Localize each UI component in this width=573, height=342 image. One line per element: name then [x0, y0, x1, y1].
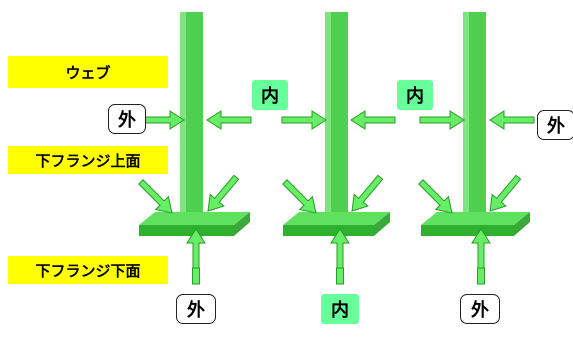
web-2-face	[325, 12, 331, 215]
girder-1	[139, 12, 250, 236]
arrow-web-inner-3	[419, 110, 465, 130]
arrow-flange-top-3r	[482, 171, 526, 218]
web-3-face	[463, 12, 469, 215]
girder-2	[283, 12, 390, 236]
tag-right-outer: 外	[537, 110, 573, 140]
arrow-flange-top-2r	[344, 171, 388, 218]
arrow-web-inner-2a	[281, 110, 327, 130]
arrow-flange-bottom-2-tail	[336, 267, 344, 285]
flange-2-side	[374, 212, 390, 236]
tag-bottom-1: 外	[176, 294, 216, 324]
flange-2-front	[283, 225, 374, 236]
label-flange-top: 下フランジ上面	[8, 146, 168, 174]
web-1-side	[186, 12, 203, 215]
arrow-web-inner-1	[206, 110, 252, 130]
arrow-flange-top-1r	[200, 171, 244, 218]
tag-left-outer: 外	[108, 104, 146, 134]
flange-1-top	[139, 212, 250, 225]
web-2-side	[331, 12, 348, 215]
girder-3	[421, 12, 530, 236]
flange-3-top	[421, 212, 530, 225]
arrow-web-outer-1	[139, 110, 185, 130]
tag-bottom-3: 外	[460, 294, 500, 324]
label-flange-bottom: 下フランジ下面	[8, 256, 168, 284]
flange-1-side	[234, 212, 250, 236]
flange-3-front	[421, 225, 514, 236]
arrow-flange-bottom-3-tail	[477, 267, 485, 285]
arrow-web-inner-2b	[350, 110, 396, 130]
tag-bottom-2: 内	[321, 294, 359, 324]
flange-1-front	[139, 225, 234, 236]
flange-3-side	[514, 212, 530, 236]
tag-inner-1-2: 内	[252, 80, 288, 110]
label-web: ウェブ	[8, 56, 168, 88]
tag-inner-2-3: 内	[397, 80, 433, 110]
arrow-flange-bottom-1-tail	[192, 267, 200, 285]
web-1-face	[180, 12, 186, 215]
arrow-web-outer-3	[489, 110, 535, 130]
web-3-side	[469, 12, 486, 215]
flange-2-top	[283, 212, 390, 225]
